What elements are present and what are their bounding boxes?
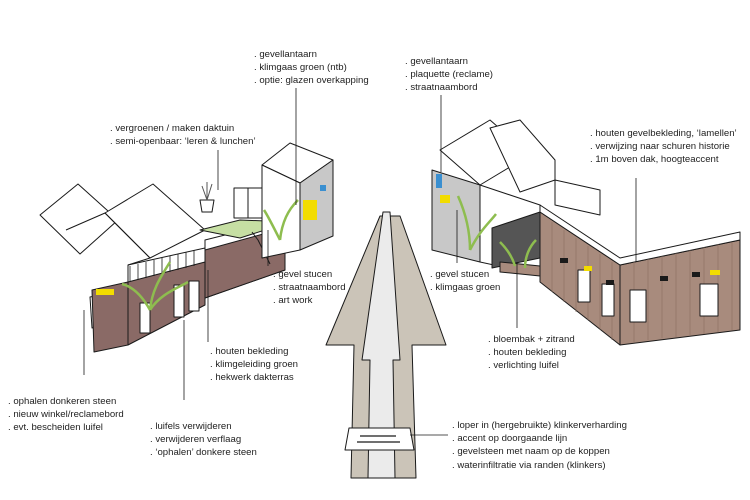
annotation-gevel-right: . gevel stucen . klimgaas groen xyxy=(430,268,500,294)
annotation-line: . houten gevelbekleding, ‘lamellen’ xyxy=(590,128,737,139)
annotation-line: . verwijzing naar schuren historie xyxy=(590,141,730,153)
annotation-line: . optie: glazen overkapping xyxy=(254,75,369,87)
annotation-line: . vergroenen / maken daktuin xyxy=(110,123,235,134)
annotation-loper: . loper in (hergebruikte) klinkerverhard… xyxy=(452,419,627,472)
shop-sign-accent xyxy=(96,289,114,295)
right-buildings xyxy=(431,119,741,346)
annotation-line: . verwijderen verflaag xyxy=(150,434,242,446)
street-pavement xyxy=(325,211,447,479)
annotation-bloembak: . bloembak + zitrand . houten bekleding … xyxy=(488,333,575,373)
annotation-houten-left: . houten bekleding . klimgeleiding groen… xyxy=(210,345,298,385)
annotation-line: . bloembak + zitrand xyxy=(488,334,575,345)
annotation-line: . loper in (hergebruikte) klinkerverhard… xyxy=(452,420,627,431)
annotation-line: . 1m boven dak, hoogteaccent xyxy=(590,154,719,166)
leader-lines xyxy=(83,88,637,436)
annotation-line: . semi-openbaar: ‘leren & lunchen’ xyxy=(110,136,256,148)
annotation-shop-left: . ophalen donkeren steen . nieuw winkel/… xyxy=(8,395,124,435)
annotation-line: . waterinfiltratie via randen (klinkers) xyxy=(452,459,606,471)
annotation-gevel-left: . gevel stucen . straatnaambord . art wo… xyxy=(273,268,346,308)
annotation-line: . luifels verwijderen xyxy=(150,421,232,432)
annotation-line: . gevel stucen xyxy=(430,269,490,280)
annotation-line: . art work xyxy=(273,295,313,307)
annotation-line: . verlichting luifel xyxy=(488,360,559,372)
annotation-tower-right: . gevellantaarn . plaquette (reclame) . … xyxy=(405,55,493,95)
annotation-line: . accent op doorgaande lijn xyxy=(452,433,568,445)
annotation-line: . klimgeleiding groen xyxy=(210,359,298,371)
annotation-line: . nieuw winkel/reclamebord xyxy=(8,409,124,421)
annotation-line: . hekwerk dakterras xyxy=(210,372,294,384)
annotation-roof-garden: . vergroenen / maken daktuin . semi-open… xyxy=(110,122,256,148)
annotation-line: . gevel stucen xyxy=(273,269,333,280)
left-buildings xyxy=(39,142,334,353)
annotation-line: . evt. bescheiden luifel xyxy=(8,422,103,434)
annotation-line: . gevellantaarn xyxy=(254,49,317,60)
annotation-line: . houten bekleding xyxy=(210,346,289,357)
annotation-line: . straatnaambord xyxy=(273,282,346,294)
gevelsteen-plaque xyxy=(344,427,415,451)
annotation-line: . plaquette (reclame) xyxy=(405,69,493,81)
annotation-wood-facade: . houten gevelbekleding, ‘lamellen’ . ve… xyxy=(590,127,737,167)
facade-artwork xyxy=(303,200,317,220)
annotation-tower-left: . gevellantaarn . klimgaas groen (ntb) .… xyxy=(254,48,369,88)
annotation-line: . gevellantaarn xyxy=(405,56,468,67)
annotation-line: . klimgaas groen xyxy=(430,282,501,294)
annotation-luifels: . luifels verwijderen . verwijderen verf… xyxy=(150,420,257,460)
annotation-line: . straatnaambord xyxy=(405,82,478,94)
annotation-line: . ophalen donkeren steen xyxy=(8,396,117,407)
annotation-line: . klimgaas groen (ntb) xyxy=(254,62,347,74)
annotation-line: . gevelsteen met naam op de koppen xyxy=(452,446,610,458)
annotation-line: . ‘ophalen’ donkere steen xyxy=(150,447,257,459)
annotation-line: . houten bekleding xyxy=(488,347,567,359)
